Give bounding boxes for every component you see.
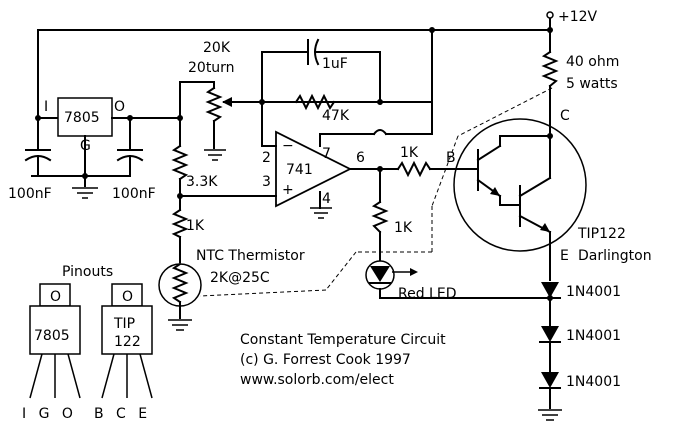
led-resistor-value: 1K (394, 220, 413, 236)
circuit-url: www.solorb.com/elect (240, 372, 394, 388)
pkg1-label: 7805 (34, 328, 70, 344)
heater-value: 40 ohm (566, 54, 619, 70)
pot-turns: 20turn (188, 60, 235, 76)
feedback-resistor-47k: 47K (294, 93, 350, 124)
pkg2-label-1: TIP (113, 316, 135, 332)
heater-resistor: 40 ohm 5 watts (541, 50, 619, 137)
r47k-value: 47K (322, 108, 350, 124)
opamp-pin4: 4 (322, 191, 331, 207)
regulator-pin-out: O (114, 99, 125, 115)
led-branch: 1K Red LED (365, 168, 553, 302)
opamp-pin7: 7 (322, 146, 331, 162)
r1k-series-value: 1K (186, 218, 205, 234)
regulator-7805: 7805 I O G (31, 29, 183, 199)
transistor-pin-e: E (560, 248, 569, 264)
pkg1-pins: I G O (22, 406, 73, 422)
opamp-741: 741 − + 2 3 7 4 6 (177, 29, 433, 219)
heater-power: 5 watts (566, 76, 618, 92)
transistor-pin-c: C (560, 108, 570, 124)
thermistor-label: NTC Thermistor (196, 248, 305, 264)
opamp-pin6: 6 (356, 150, 365, 166)
input-capacitor: 100nF (8, 117, 52, 202)
regulator-label: 7805 (64, 110, 100, 126)
opamp-minus: − (282, 138, 294, 154)
feedback-capacitor: 1uF (261, 38, 381, 103)
opamp-label: 741 (286, 162, 313, 178)
supply-rail: +12V (37, 9, 598, 53)
opamp-pin2: 2 (262, 150, 271, 166)
thermistor-value: 2K@25C (210, 270, 270, 286)
diode-3-label: 1N4001 (566, 374, 621, 390)
thermal-coupling-dashes (199, 87, 553, 297)
supply-voltage-label: +12V (558, 9, 598, 25)
pinouts-title: Pinouts (62, 264, 113, 280)
pkg2-tab: O (122, 289, 133, 305)
diode-chain: 1N4001 1N4001 1N4001 (538, 231, 621, 421)
diode-2-label: 1N4001 (566, 328, 621, 344)
pkg2-label-2: 122 (114, 334, 141, 350)
pkg2-pins: B C E (94, 406, 147, 422)
output-capacitor: 100nF (112, 117, 156, 202)
transistor-pin-b: B (446, 150, 456, 166)
tip122-darlington: C TIP122 E Darlington (453, 108, 652, 264)
base-resistor-value: 1K (400, 145, 419, 161)
led-label: Red LED (398, 286, 456, 302)
base-resistor: 1K B (396, 145, 479, 178)
ntc-thermistor: NTC Thermistor 2K@25C (158, 248, 305, 331)
pkg1-tab: O (50, 289, 61, 305)
circuit-author: (c) G. Forrest Cook 1997 (240, 352, 411, 368)
trimmer-pot: 20K 20turn (179, 40, 433, 161)
pinouts-section: Pinouts O 7805 I G O O TIP 122 B C E (22, 264, 153, 422)
divider-resistors: 3.3K 1K (171, 117, 218, 263)
input-cap-value: 100nF (8, 186, 52, 202)
feedback-cap-value: 1uF (322, 56, 348, 72)
r33k-value: 3.3K (186, 174, 218, 190)
opamp-plus: + (282, 182, 294, 198)
title-block: Constant Temperature Circuit (c) G. Forr… (240, 332, 446, 388)
pot-value: 20K (203, 40, 231, 56)
regulator-pin-in: I (44, 99, 48, 115)
output-cap-value: 100nF (112, 186, 156, 202)
opamp-pin3: 3 (262, 174, 271, 190)
diode-1-label: 1N4001 (566, 284, 621, 300)
transistor-type: Darlington (578, 248, 652, 264)
circuit-title: Constant Temperature Circuit (240, 332, 446, 348)
transistor-name: TIP122 (577, 226, 626, 242)
